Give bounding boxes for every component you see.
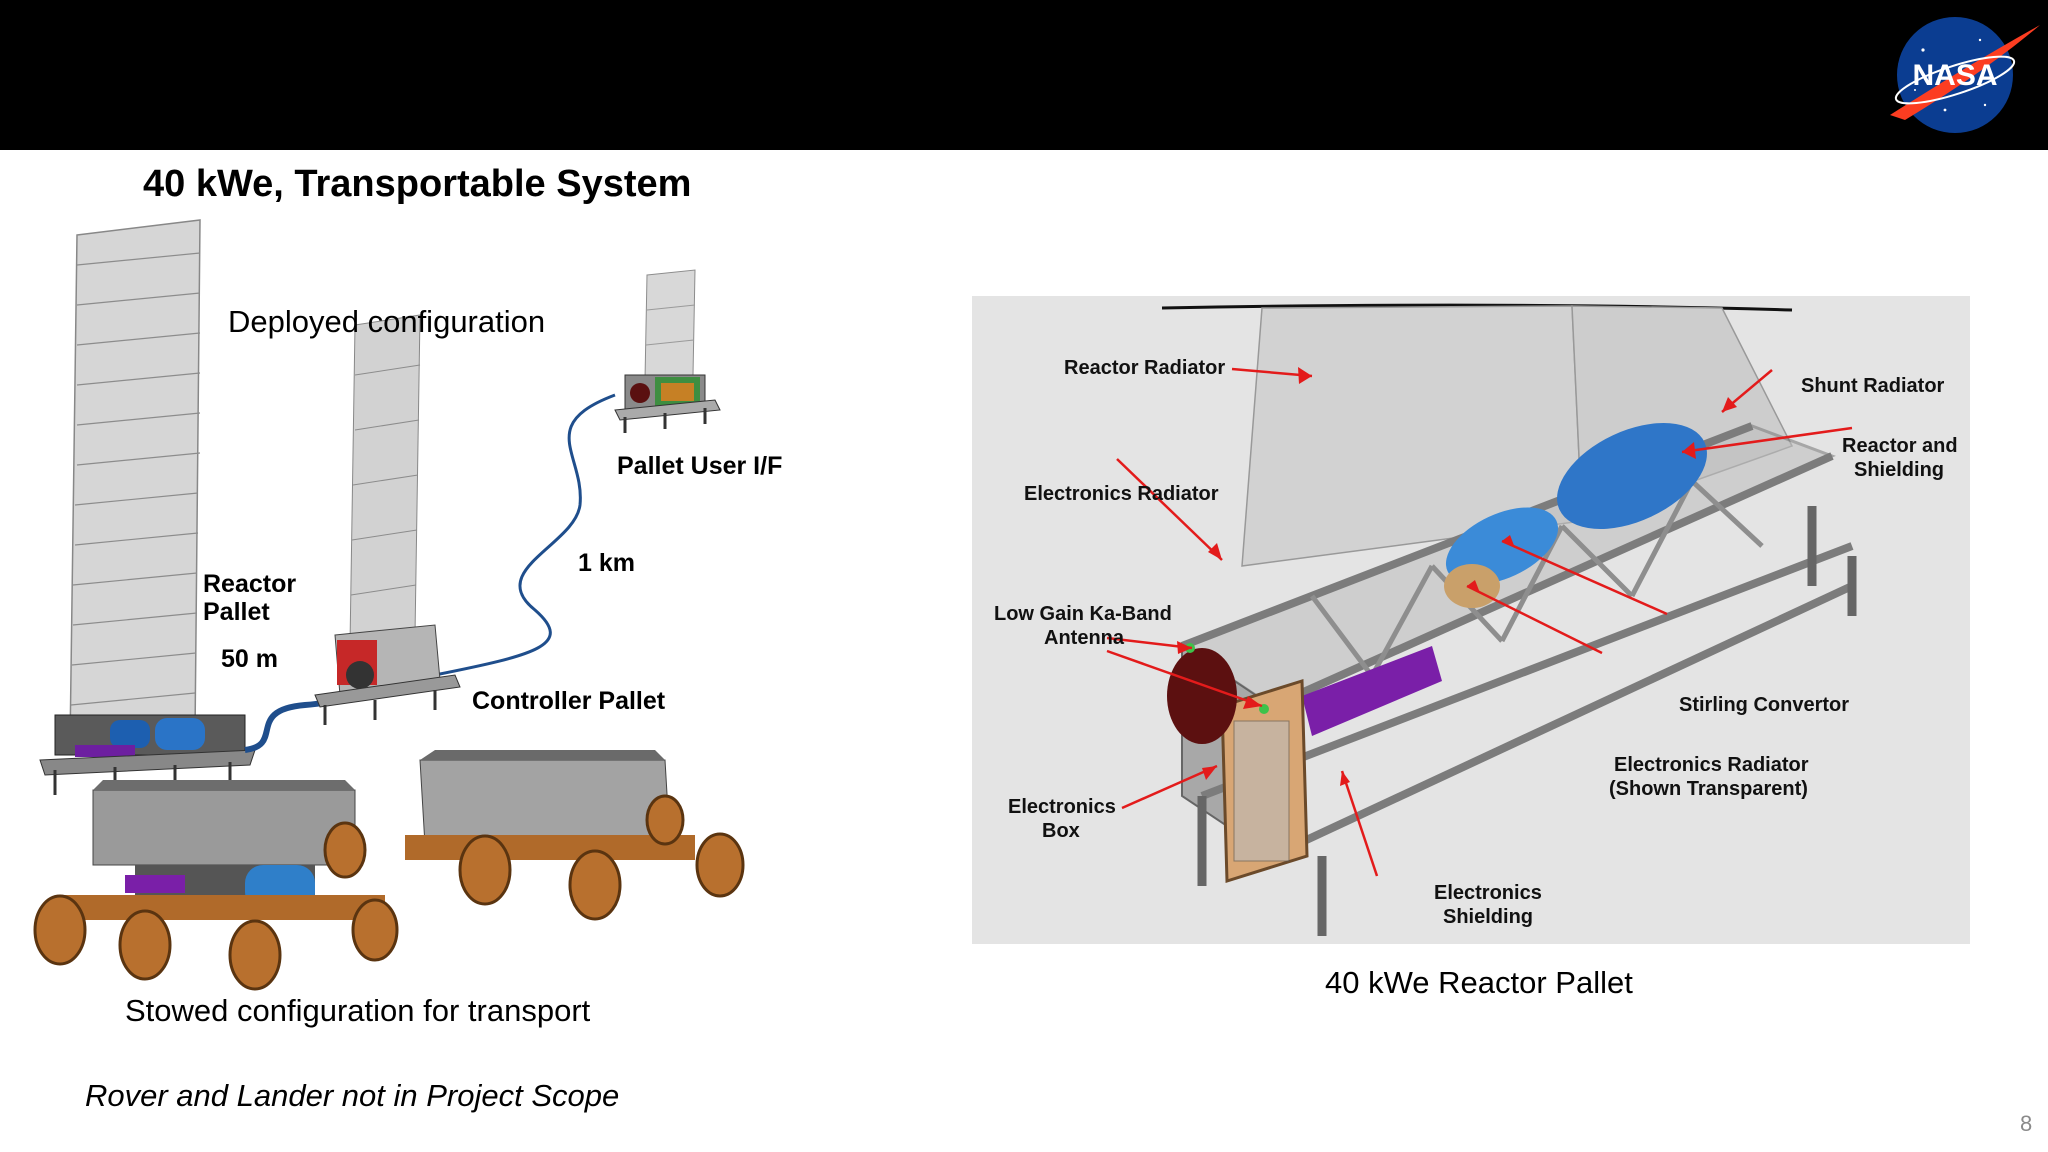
callout-electronics-radiator: Electronics Radiator <box>1024 483 1219 505</box>
callout-electronics-box-2: Box <box>1042 820 1080 842</box>
reactor-pallet-figure: Reactor Radiator Shunt Radiator Reactor … <box>972 296 1970 944</box>
pallet-user-if-label: Pallet User I/F <box>617 452 783 480</box>
reactor-pallet-caption: 40 kWe Reactor Pallet <box>1325 965 1633 1000</box>
reactor-pallet-illustration <box>1106 303 1857 936</box>
callout-elec-radiator-transparent-2: (Shown Transparent) <box>1609 778 1808 800</box>
reactor-pallet-label-line2: Pallet <box>203 598 270 626</box>
reactor-radiator-graphic <box>69 219 201 746</box>
callout-electronics-shielding-1: Electronics <box>1434 882 1542 904</box>
callout-elec-radiator-transparent-1: Electronics Radiator <box>1614 754 1809 776</box>
left-title: 40 kWe, Transportable System <box>143 163 692 205</box>
pallet-user-if-graphic <box>614 269 721 433</box>
transportable-system-illustration <box>33 219 745 991</box>
callout-shunt-radiator: Shunt Radiator <box>1801 375 1945 397</box>
stowed-configuration-label: Stowed configuration for transport <box>125 993 591 1028</box>
fifty-m-label: 50 m <box>221 645 278 673</box>
reactor-pallet-label-line1: Reactor <box>203 570 297 598</box>
callout-reactor-shielding-1: Reactor and <box>1842 435 1958 457</box>
stowed-rovers-graphic <box>33 750 745 991</box>
svg-text:NASA: NASA <box>1912 59 1997 92</box>
deployed-configuration-label: Deployed configuration <box>228 304 546 339</box>
callout-electronics-shielding-2: Shielding <box>1443 906 1533 928</box>
page-number: 8 <box>2020 1111 2033 1136</box>
controller-pallet-label: Controller Pallet <box>472 687 666 715</box>
callout-reactor-radiator: Reactor Radiator <box>1064 357 1226 379</box>
nasa-logo: NASA <box>1890 17 2040 133</box>
callout-reactor-shielding-2: Shielding <box>1854 459 1944 481</box>
one-km-label: 1 km <box>578 549 635 577</box>
scope-note: Rover and Lander not in Project Scope <box>85 1078 620 1113</box>
callout-antenna-1: Low Gain Ka-Band <box>994 603 1172 625</box>
reactor-pallet-graphic <box>39 714 256 795</box>
header-bar <box>0 0 2048 150</box>
callout-antenna-2: Antenna <box>1044 627 1124 649</box>
callout-electronics-box-1: Electronics <box>1008 796 1116 818</box>
controller-pallet-graphic <box>314 314 461 725</box>
callout-stirling-convertor: Stirling Convertor <box>1679 694 1850 716</box>
